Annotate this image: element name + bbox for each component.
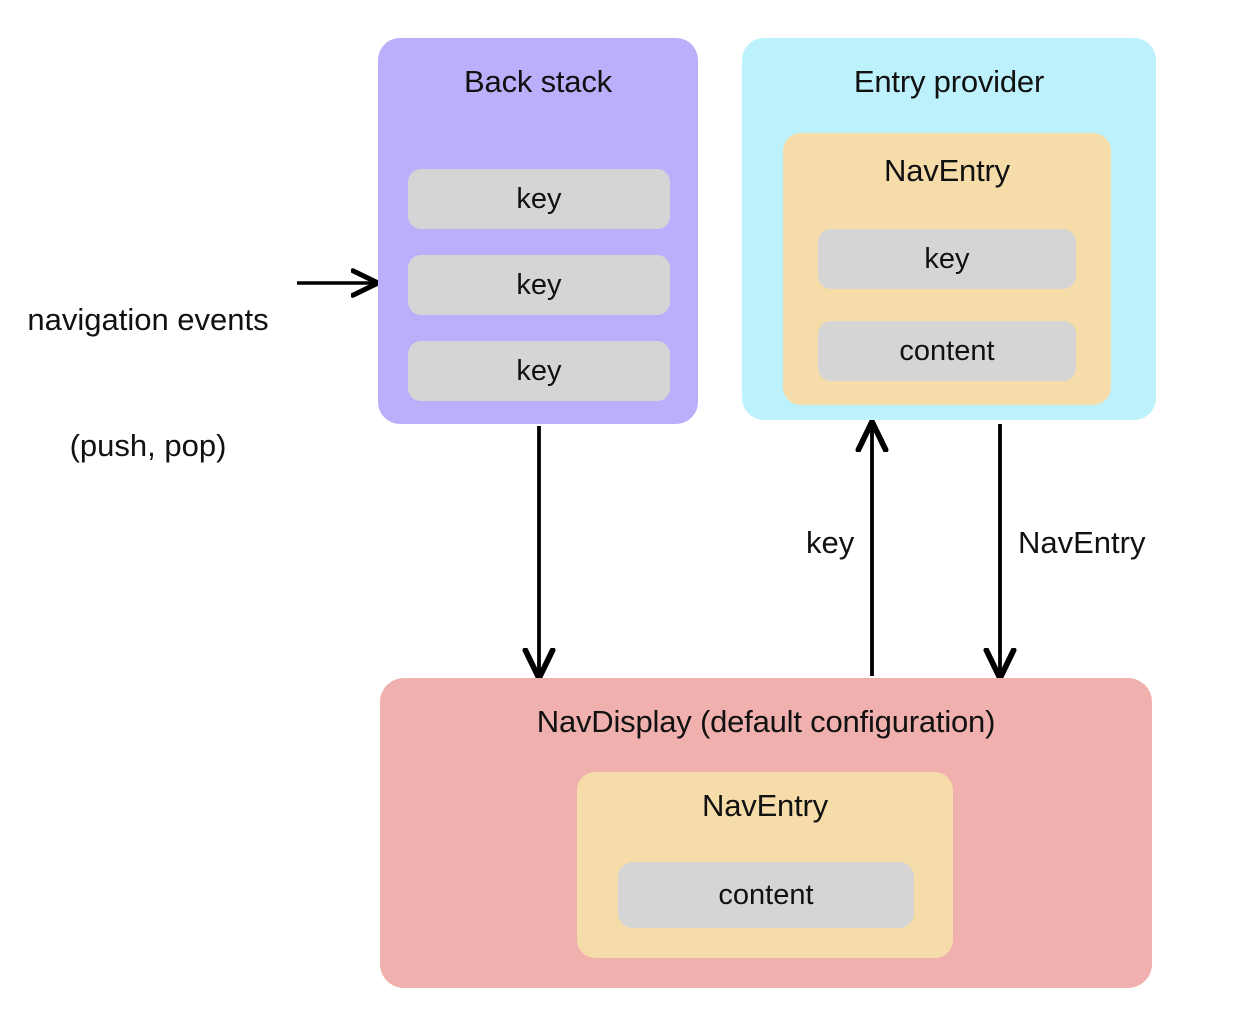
nav-display-nav-entry-node[interactable]: NavEntry content: [577, 772, 953, 958]
back-stack-key-2[interactable]: key: [408, 255, 670, 315]
entry-provider-nav-entry-content[interactable]: content: [818, 321, 1076, 381]
nav-display-nav-entry-title: NavEntry: [702, 788, 828, 823]
navigation-events-label-line2: (push, pop): [69, 428, 227, 463]
entry-provider-nav-entry-key[interactable]: key: [818, 229, 1076, 289]
navigation-events-label-line1: navigation events: [27, 302, 269, 337]
entry-provider-title: Entry provider: [853, 64, 1045, 99]
back-stack-title: Back stack: [464, 64, 612, 99]
edge-label-naventry: NavEntry: [1018, 525, 1146, 560]
nav-display-nav-entry-content[interactable]: content: [618, 862, 914, 928]
back-stack-key-1[interactable]: key: [408, 169, 670, 229]
nav-display-node[interactable]: NavDisplay (default configuration) NavEn…: [380, 678, 1152, 988]
back-stack-node[interactable]: Back stack key key key: [378, 38, 698, 424]
entry-provider-node[interactable]: Entry provider NavEntry key content: [742, 38, 1156, 420]
edge-label-key: key: [806, 525, 855, 560]
entry-provider-nav-entry-title: NavEntry: [884, 153, 1010, 188]
back-stack-key-3[interactable]: key: [408, 341, 670, 401]
navigation-events-label: navigation events (push, pop): [12, 215, 284, 551]
nav-display-title: NavDisplay (default configuration): [536, 704, 996, 739]
entry-provider-nav-entry-node[interactable]: NavEntry key content: [783, 133, 1111, 405]
